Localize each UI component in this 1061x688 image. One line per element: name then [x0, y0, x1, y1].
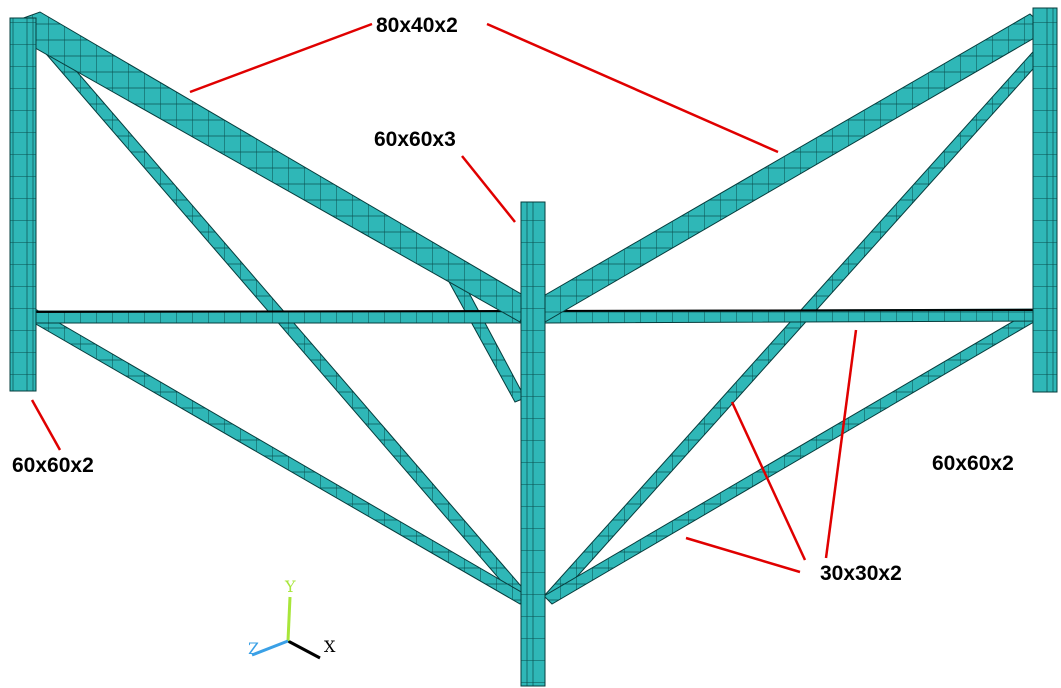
axis-x-label: X [324, 637, 336, 656]
beam-left [13, 11, 529, 323]
label-top-beams: 80x40x2 [376, 14, 458, 37]
brace-left-lower-diagonal [21, 305, 529, 605]
label-right-post: 60x60x2 [932, 452, 1014, 475]
posts [9, 7, 1058, 687]
right-braces [543, 43, 1051, 605]
leader-lines [30, 22, 858, 574]
axis-y-line [286, 596, 292, 642]
axis-x-line [287, 639, 321, 660]
label-braces: 30x30x2 [820, 562, 902, 585]
axis-z-label: Z [248, 639, 259, 658]
label-center-post: 60x60x3 [374, 128, 456, 151]
right-post [1032, 7, 1058, 393]
left-post [9, 17, 37, 392]
axis-y-label: Y [284, 577, 296, 596]
center-post [520, 201, 546, 687]
coordinate-triad: Y X Z [248, 577, 336, 660]
label-left-post: 60x60x2 [12, 454, 94, 477]
axis-z-line [251, 639, 289, 657]
beam-right [539, 13, 1049, 323]
